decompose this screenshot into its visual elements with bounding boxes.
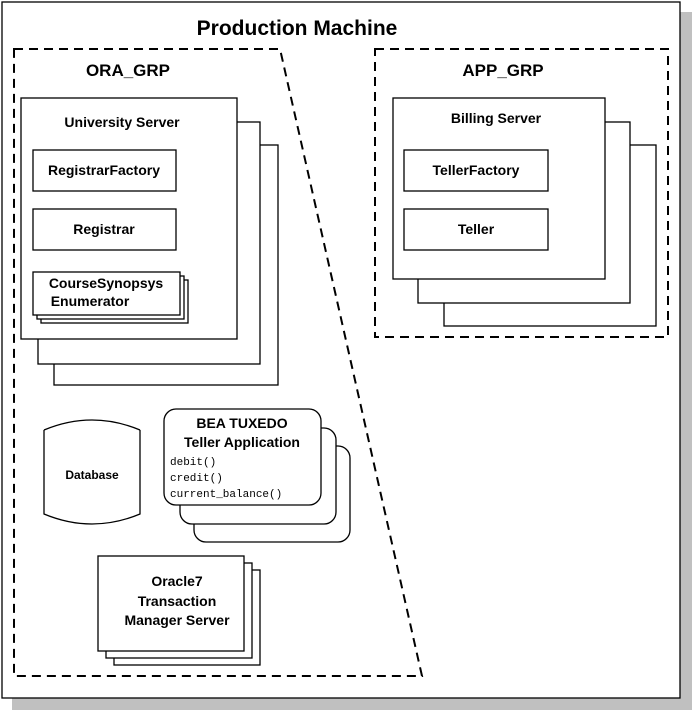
- tuxedo-box: [163, 408, 322, 506]
- registrar-label: Registrar: [73, 221, 135, 237]
- oracle-label-line2: Transaction: [138, 593, 217, 609]
- database-body: [43, 430, 141, 525]
- university-server-label: University Server: [64, 114, 180, 130]
- teller-label: Teller: [458, 221, 495, 237]
- university-server: University Server RegistrarFactory Regis…: [20, 97, 279, 386]
- teller-box: [403, 208, 549, 251]
- app-grp-boundary: [374, 48, 669, 338]
- app-grp-label: APP_GRP: [462, 61, 543, 80]
- tuxedo-method-current-balance: current_balance(): [170, 489, 282, 501]
- teller-factory-label: TellerFactory: [433, 162, 520, 178]
- database-top: [43, 419, 141, 431]
- tuxedo-method-debit: debit(): [170, 457, 216, 469]
- course-enum-label-line1: CourseSynopsys: [49, 275, 164, 291]
- course-enum-label-line2: Enumerator: [51, 293, 130, 309]
- course-enum-box: [32, 271, 181, 316]
- machine-title: Production Machine: [197, 17, 398, 40]
- ora-grp-label: ORA_GRP: [86, 61, 170, 80]
- oracle-label-line1: Oracle7: [151, 573, 203, 589]
- oracle-tm-server: Oracle7 Transaction Manager Server: [97, 555, 261, 666]
- registrar-factory-label: RegistrarFactory: [48, 162, 160, 178]
- registrar-factory-box: [32, 149, 177, 192]
- billing-server-label: Billing Server: [451, 110, 542, 126]
- ora-grp-boundary: [13, 48, 424, 677]
- database-label: Database: [65, 468, 119, 482]
- oracle-label-line3: Manager Server: [124, 612, 230, 628]
- teller-factory-box: [403, 149, 549, 192]
- registrar-box: [32, 208, 177, 251]
- database: Database: [43, 419, 141, 525]
- oracle-box: [97, 555, 245, 652]
- tuxedo-label-line2: Teller Application: [184, 434, 300, 450]
- tuxedo-teller-application: BEA TUXEDO Teller Application debit() cr…: [163, 408, 351, 543]
- tuxedo-method-credit: credit(): [170, 473, 223, 485]
- billing-server: Billing Server TellerFactory Teller: [392, 97, 657, 327]
- tuxedo-label-line1: BEA TUXEDO: [196, 415, 287, 431]
